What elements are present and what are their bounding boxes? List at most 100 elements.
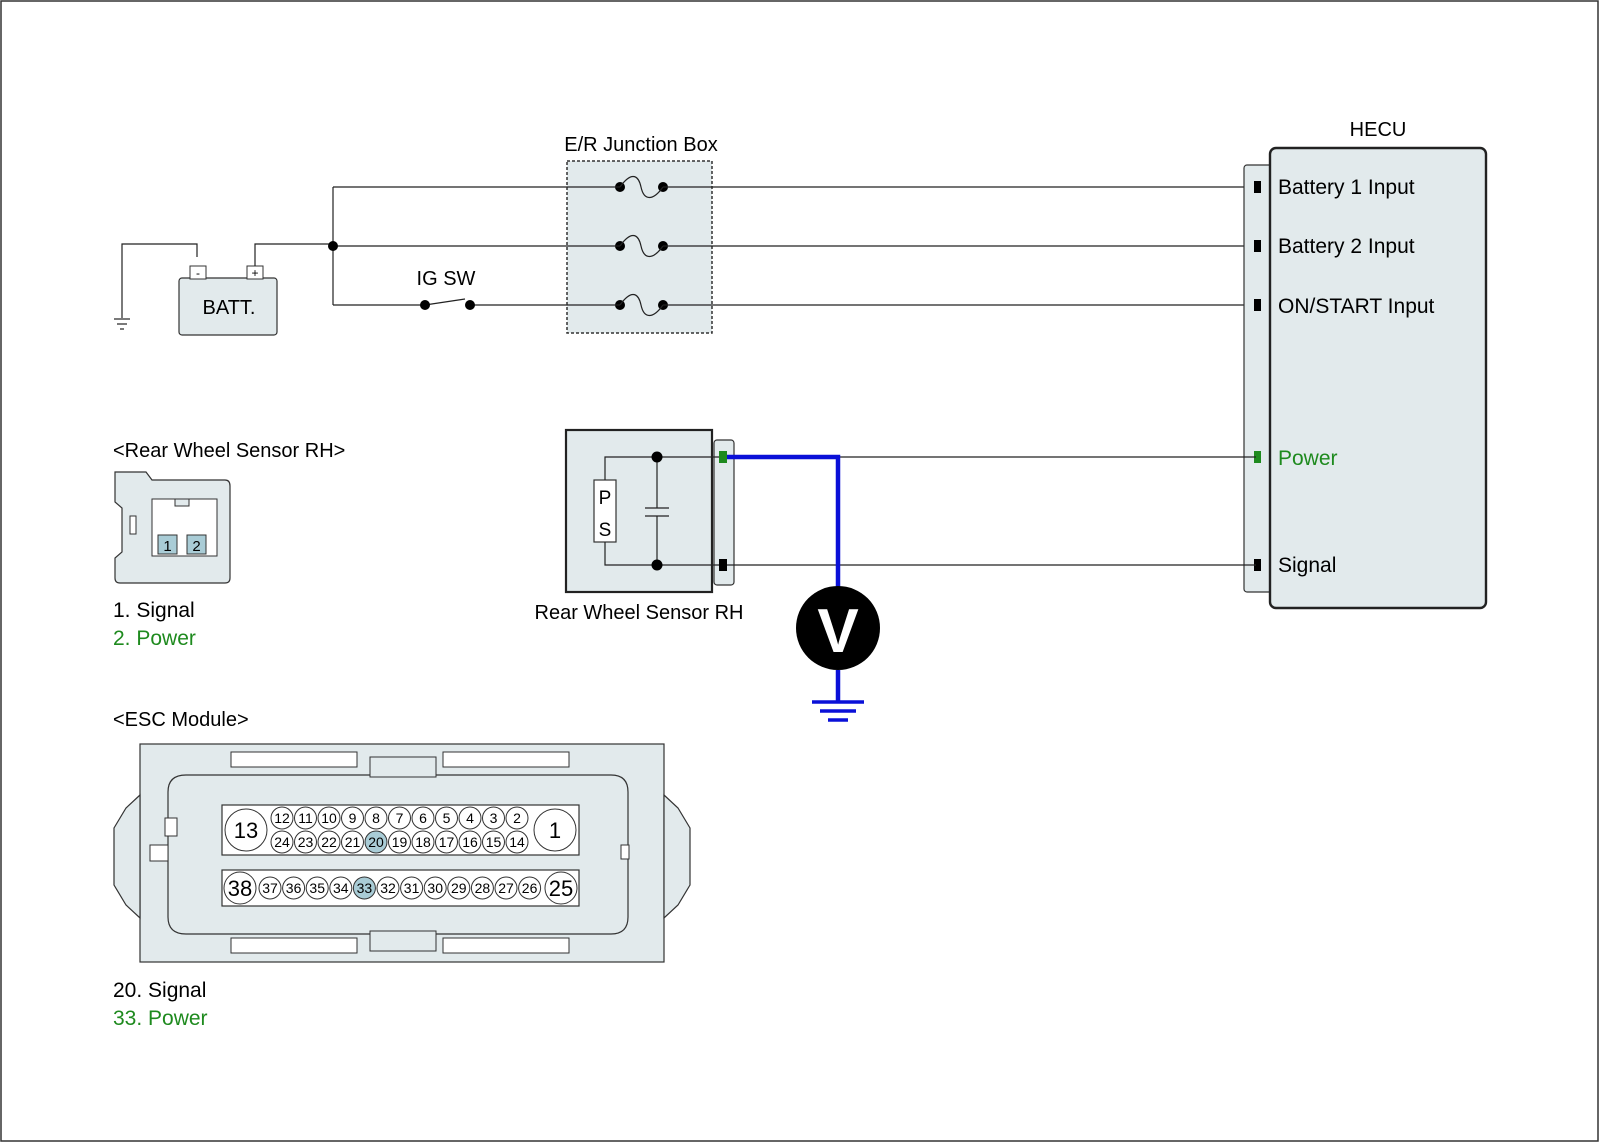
esc-pin-6-label: 6 [419,810,427,826]
ps-element-p: P [599,488,612,509]
esc-left-key [164,817,178,837]
hecu-pin-on-start [1254,299,1261,311]
esc-pin-1-label: 1 [549,818,561,843]
rear-sensor-pin-1-label: 1 [163,538,171,555]
esc-pin-5 [435,806,458,830]
rear-sensor-connector-key [174,498,190,507]
ig-switch-contact-right [465,300,475,310]
ps-element-s: S [599,520,612,541]
ig-switch-contact-left [420,300,430,310]
esc-pin-24-label: 24 [274,834,290,850]
hecu-label-power: Power [1278,447,1338,470]
esc-legend-signal: 20. Signal [113,979,206,1002]
esc-pin-30-label: 30 [427,880,443,896]
hecu: HECU Battery 1 Input Battery 2 Input ON/… [1243,119,1488,610]
esc-pin-28-label: 28 [475,880,491,896]
junction-box-body [566,160,713,334]
battery-positive-wire [254,243,333,266]
esc-pin-6 [411,806,435,830]
esc-pin-9-label: 9 [349,810,357,826]
hecu-pin-signal [1254,559,1261,571]
sensor-connector-strip [713,439,735,586]
esc-pin-16 [458,830,482,854]
hecu-label-signal: Signal [1278,554,1336,577]
esc-pin-8 [364,806,388,830]
esc-pin-23-label: 23 [298,834,314,850]
esc-pin-4 [458,806,482,830]
esc-pin-21-label: 21 [345,834,361,850]
rear-sensor-legend-power: 2. Power [113,627,196,650]
esc-pin-3 [482,806,505,830]
junction-box: E/R Junction Box [564,134,718,334]
battery-negative-terminal [189,265,207,280]
voltmeter-probe: V [727,454,880,722]
esc-pin-24 [270,830,294,854]
voltmeter [796,586,880,670]
esc-pin-22 [317,830,341,854]
esc-pin-34-label: 34 [333,880,349,896]
esc-pin-17 [435,830,458,854]
esc-pin-13-label: 13 [234,818,258,843]
battery-positive-label: + [251,266,258,280]
esc-pin-13 [224,808,268,852]
battery-circuit: - + BATT. [114,243,333,336]
jb-to-hecu-wires [663,186,1256,306]
battery [178,277,278,336]
esc-pin-5-label: 5 [443,810,451,826]
esc-pin-20-label: 20 [368,834,384,850]
hecu-pin-battery2 [1254,240,1261,252]
esc-pin-27 [494,876,518,900]
esc-pin-25-label: 25 [549,876,573,901]
esc-pin-15 [482,830,505,854]
esc-pin-15-label: 15 [486,834,502,850]
esc-pin-16-label: 16 [462,834,478,850]
rear-sensor-connector-view: <Rear Wheel Sensor RH> 1 2 1. Signal 2. … [113,440,345,650]
esc-bottom-rib-left [230,937,358,954]
hecu-pin-battery1 [1254,181,1261,193]
esc-pin-37-label: 37 [262,880,278,896]
esc-pin-26 [518,876,542,900]
rear-sensor-pin-1 [157,534,178,555]
hecu-pin-power [1254,451,1261,463]
esc-pin-37 [258,876,282,900]
esc-pin-8-label: 8 [372,810,380,826]
sensor-pin-power [719,451,727,463]
esc-pin-29-label: 29 [451,880,467,896]
esc-pin-28 [470,876,494,900]
esc-pin-10 [317,806,341,830]
esc-pin-2 [505,806,529,830]
junction-box-title: E/R Junction Box [564,134,717,156]
hecu-body [1268,146,1488,610]
esc-pin-33-label: 33 [357,880,373,896]
battery-ground-wire [121,243,198,318]
esc-legend-power: 33. Power [113,1007,208,1030]
esc-pin-32 [376,876,400,900]
esc-pin-35 [305,876,329,900]
esc-pin-7-label: 7 [396,810,404,826]
esc-pin-38 [223,871,257,905]
esc-pin-33 [352,876,376,900]
hecu-label-battery2: Battery 2 Input [1278,235,1415,258]
esc-pin-19-label: 19 [392,834,408,850]
rear-sensor-connector-title: <Rear Wheel Sensor RH> [113,440,345,462]
esc-bottom-rib-right [442,937,570,954]
esc-connector-title: <ESC Module> [113,709,249,731]
esc-pin-23 [294,830,317,854]
esc-pin-29 [447,876,471,900]
sensor-node-top [651,451,663,463]
ground-symbol-battery [114,318,130,330]
battery-negative-label: - [196,266,200,280]
esc-pin-36-label: 36 [286,880,302,896]
ig-switch-label: IG SW [417,268,476,290]
esc-top-rib-left [230,751,358,768]
esc-pin-30 [423,876,447,900]
rear-wheel-sensor: P S Rear Wheel Sensor RH [535,428,743,624]
battery-label: BATT. [203,297,256,319]
esc-pin-38-label: 38 [228,876,252,901]
sensor-pin-signal [719,559,727,571]
esc-pin-18-label: 18 [415,834,431,850]
esc-connector-left-flange [113,793,141,920]
esc-pin-14 [505,830,529,854]
esc-top-latch [369,756,437,778]
